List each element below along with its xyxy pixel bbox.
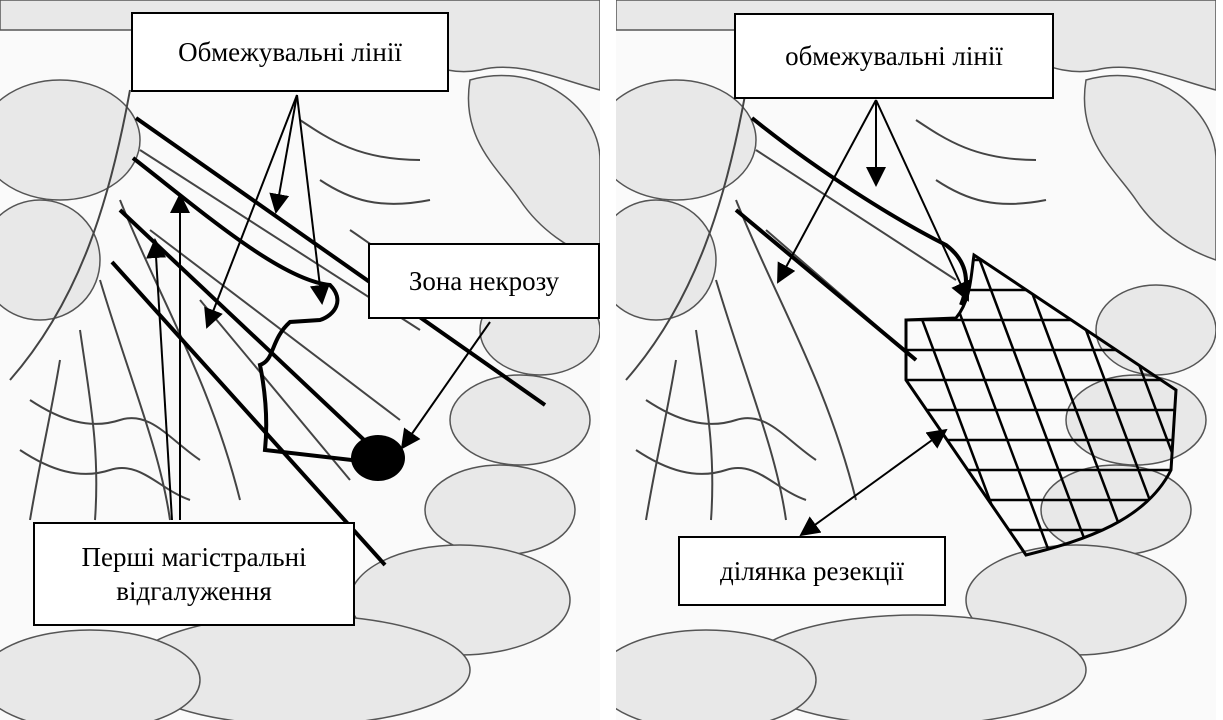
label-boundary-lines-right: обмежувальні лінії (734, 13, 1054, 99)
necrosis-spot (351, 435, 405, 481)
label-boundary-lines-right-text: обмежувальні лінії (785, 39, 1003, 73)
label-boundary-lines-text: Обмежувальні лінії (178, 35, 402, 69)
right-diagram-panel: обмежувальні лінії ділянка резекції (616, 0, 1216, 720)
boundary-line-lower (112, 262, 385, 565)
arrow-branch-2 (155, 240, 172, 520)
boundary-lines (736, 118, 966, 360)
arrow-boundary-1 (276, 95, 297, 212)
label-branches-line2: відгалуження (81, 574, 306, 608)
right-anatomy-illustration (616, 0, 1216, 720)
label-necrosis-zone-text: Зона некрозу (409, 264, 559, 298)
boundary-line-necrosis-outline (133, 158, 395, 465)
left-diagram-panel: Обмежувальні лінії Зона некрозу Перші ма… (0, 0, 600, 720)
label-boundary-lines: Обмежувальні лінії (131, 12, 449, 92)
arrow-boundary-3 (778, 100, 876, 282)
boundary-line-upper (752, 118, 966, 305)
arrow-boundary-2 (876, 100, 968, 300)
label-branches-line1: Перші магістральні (81, 540, 306, 574)
label-first-main-branches: Перші магістральні відгалуження (33, 522, 355, 626)
arrow-resection (801, 430, 946, 535)
arrow-boundary-3 (207, 95, 297, 327)
label-resection-area-text: ділянка резекції (720, 554, 904, 588)
label-resection-area: ділянка резекції (678, 536, 946, 606)
label-necrosis-zone: Зона некрозу (368, 243, 600, 319)
boundary-line-lower (736, 210, 916, 360)
